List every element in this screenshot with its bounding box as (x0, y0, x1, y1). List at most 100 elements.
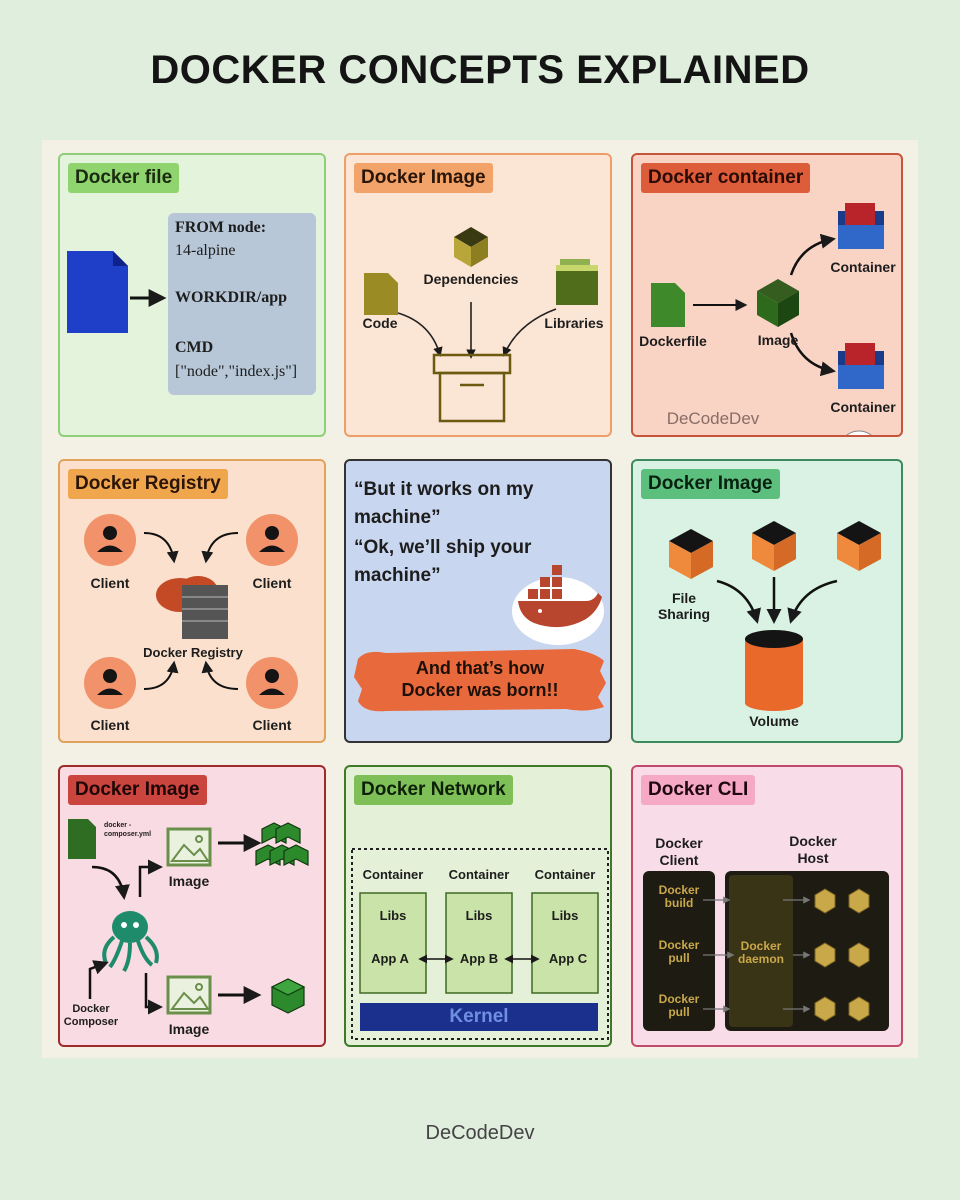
daemon-label: Docker (740, 939, 782, 953)
client-avatar-icon (246, 514, 298, 566)
container-title: Container (362, 867, 424, 882)
code-label: Code (362, 315, 398, 331)
libs-label: Libs (465, 908, 493, 923)
app-label: App C (548, 951, 588, 966)
panel-docker-container: Docker container (631, 153, 903, 437)
libraries-folder-icon (556, 259, 598, 305)
kernel-label: Kernel (449, 1006, 509, 1027)
image-cube-icon (757, 279, 799, 327)
docker-whale-icon (512, 565, 604, 645)
panel-docker-image-compose: Docker Image (58, 765, 326, 1047)
box-icon (432, 353, 512, 423)
banner-brush (354, 649, 606, 712)
container-title: Container (534, 867, 596, 882)
quote-diagram (354, 565, 606, 712)
cli-command: Docker (658, 883, 700, 897)
image-label: Image (757, 332, 799, 348)
panel-tag: Docker Network (354, 775, 513, 805)
image-cube-icon (814, 888, 870, 1022)
container-diagram (651, 203, 884, 435)
code-line: 14-alpine (175, 242, 236, 259)
file-icon (67, 251, 128, 333)
code-file-icon (364, 273, 398, 315)
libraries-label: Libraries (544, 315, 604, 331)
compose-diagram (68, 819, 309, 1015)
container-box (531, 892, 599, 994)
registry-diagram (84, 514, 298, 709)
panel-tag: Docker Image (68, 775, 207, 805)
image-label: Image (168, 873, 210, 889)
panel-tag: Docker Image (641, 469, 780, 499)
registry-server-icon (156, 576, 228, 639)
code-line: FROM node: (175, 219, 267, 236)
container-label: Container (830, 259, 896, 275)
image-cube-icon (837, 521, 881, 571)
client-label: Client (252, 717, 292, 733)
volume-cylinder-icon (745, 630, 803, 711)
daemon-label: daemon (737, 952, 784, 966)
panel-tag: Docker Image (354, 163, 493, 193)
compose-file-icon (68, 819, 96, 859)
registry-label: Docker Registry (143, 645, 243, 660)
container-folder-icon (838, 343, 884, 389)
image-build-diagram (364, 227, 598, 423)
panel-docker-image-volume: Docker Image (631, 459, 903, 743)
image-picture-icon (166, 827, 212, 867)
concept-board: Docker file FROM node: 14-alpine WORKDIR… (42, 140, 918, 1058)
dependencies-label: Dependencies (423, 271, 519, 287)
host-heading: Docker (789, 833, 837, 849)
quote-line: machine” (354, 565, 441, 586)
volume-label: Volume (749, 713, 799, 729)
panel-docker-image-build: Docker Image (344, 153, 612, 437)
container-box (359, 892, 427, 994)
composer-label: Composer (63, 1016, 119, 1028)
client-avatar-icon (84, 514, 136, 566)
octopus-icon (102, 911, 159, 973)
panel-tag: Docker Registry (68, 469, 228, 499)
cli-diagram (643, 871, 889, 1031)
banner-line: Docker was born!! (401, 680, 559, 700)
panel-docker-registry: Docker Registry Client (58, 459, 326, 743)
panel-tag: Docker file (68, 163, 180, 193)
dockerfile-diagram (67, 213, 316, 395)
cli-command: Docker (658, 992, 700, 1006)
quote-line: “Ok, we’ll ship your (354, 537, 532, 558)
watermark: DeCodeDev (666, 409, 760, 428)
image-picture-icon (166, 975, 212, 1015)
panel-dockerfile: Docker file FROM node: 14-alpine WORKDIR… (58, 153, 326, 437)
code-line: WORKDIR/app (175, 289, 288, 306)
panel-tag: Docker container (641, 163, 811, 193)
image-cube-icon (669, 529, 713, 579)
quote-line: “But it works on my (354, 479, 534, 500)
panel-docker-cli: Docker CLI Dock (631, 765, 903, 1047)
client-label: Client (90, 717, 130, 733)
footer-brand: DeCodeDev (425, 1122, 535, 1144)
client-label: Client (252, 575, 292, 591)
container-label: Container (830, 399, 896, 415)
cli-command: pull (668, 951, 690, 965)
quote-line: machine” (354, 507, 441, 528)
dockerfile-label: Dockerfile (639, 333, 707, 349)
coding-show-badge-icon (846, 430, 872, 435)
kernel-bar (360, 1003, 598, 1031)
file-caption: composer.yml (104, 831, 152, 838)
client-heading: Client (659, 852, 699, 868)
panel-quote: “But it works on my machine” “Ok, we’ll … (344, 459, 612, 743)
cli-command: build (664, 896, 694, 910)
container-title: Container (448, 867, 510, 882)
panel-docker-network: Docker Network Container Container Conta… (344, 765, 612, 1047)
client-label: Client (90, 575, 130, 591)
cli-command: pull (668, 1005, 690, 1019)
image-label: Image (168, 1021, 210, 1037)
cubes-stack-icon (255, 822, 309, 866)
app-label: App A (371, 951, 409, 966)
code-line: CMD (175, 339, 214, 356)
image-cube-icon (752, 521, 796, 571)
volume-diagram (669, 521, 881, 711)
cli-command: Docker (658, 938, 700, 952)
client-avatar-icon (246, 657, 298, 709)
client-box (643, 871, 715, 1031)
libs-label: Libs (379, 908, 407, 923)
code-line: ["node","index.js"] (175, 363, 298, 380)
